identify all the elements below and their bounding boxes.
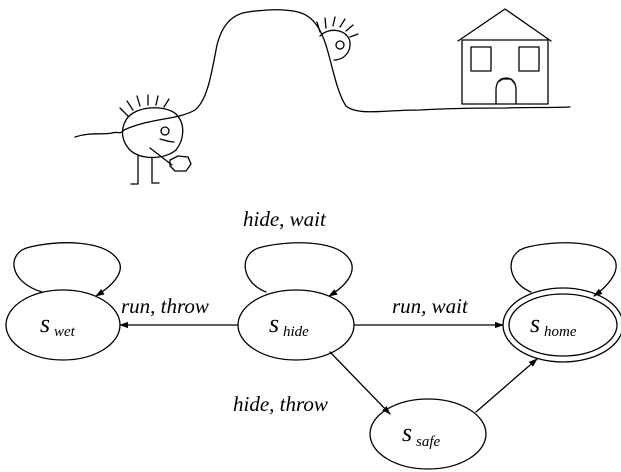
edge-safe-to-home xyxy=(475,358,538,413)
label-hide-throw: hide, throw xyxy=(233,392,328,416)
label-hide-wait: hide, wait xyxy=(243,207,327,231)
self-loop-wet xyxy=(13,242,121,297)
state-wet-subscript: wet xyxy=(54,324,76,340)
state-home-letter: s xyxy=(530,309,540,338)
state-wet-letter: s xyxy=(40,309,50,338)
self-loop-home xyxy=(510,242,617,297)
state-home: s home xyxy=(502,287,621,363)
house-icon xyxy=(457,8,552,105)
creature-thrower-icon xyxy=(119,94,192,185)
state-wet: s wet xyxy=(5,289,121,361)
state-hide-letter: s xyxy=(269,309,279,338)
state-hide: s hide xyxy=(237,289,355,361)
state-safe-letter: s xyxy=(402,418,412,447)
self-loop-hide xyxy=(244,242,353,297)
state-home-subscript: home xyxy=(544,324,577,340)
landscape-illustration xyxy=(74,8,571,185)
edge-hide-to-safe xyxy=(329,351,391,415)
state-hide-subscript: hide xyxy=(283,324,309,340)
creature-hiding-icon xyxy=(316,16,359,61)
state-safe: s safe xyxy=(369,398,487,470)
rock-icon xyxy=(169,155,192,172)
label-run-wait: run, wait xyxy=(392,294,469,318)
label-run-throw: run, throw xyxy=(121,294,209,318)
state-diagram: s wet s hide s home s safe hide, wait ru… xyxy=(5,207,621,470)
hill-outline xyxy=(74,9,571,138)
state-safe-subscript: safe xyxy=(416,434,441,450)
